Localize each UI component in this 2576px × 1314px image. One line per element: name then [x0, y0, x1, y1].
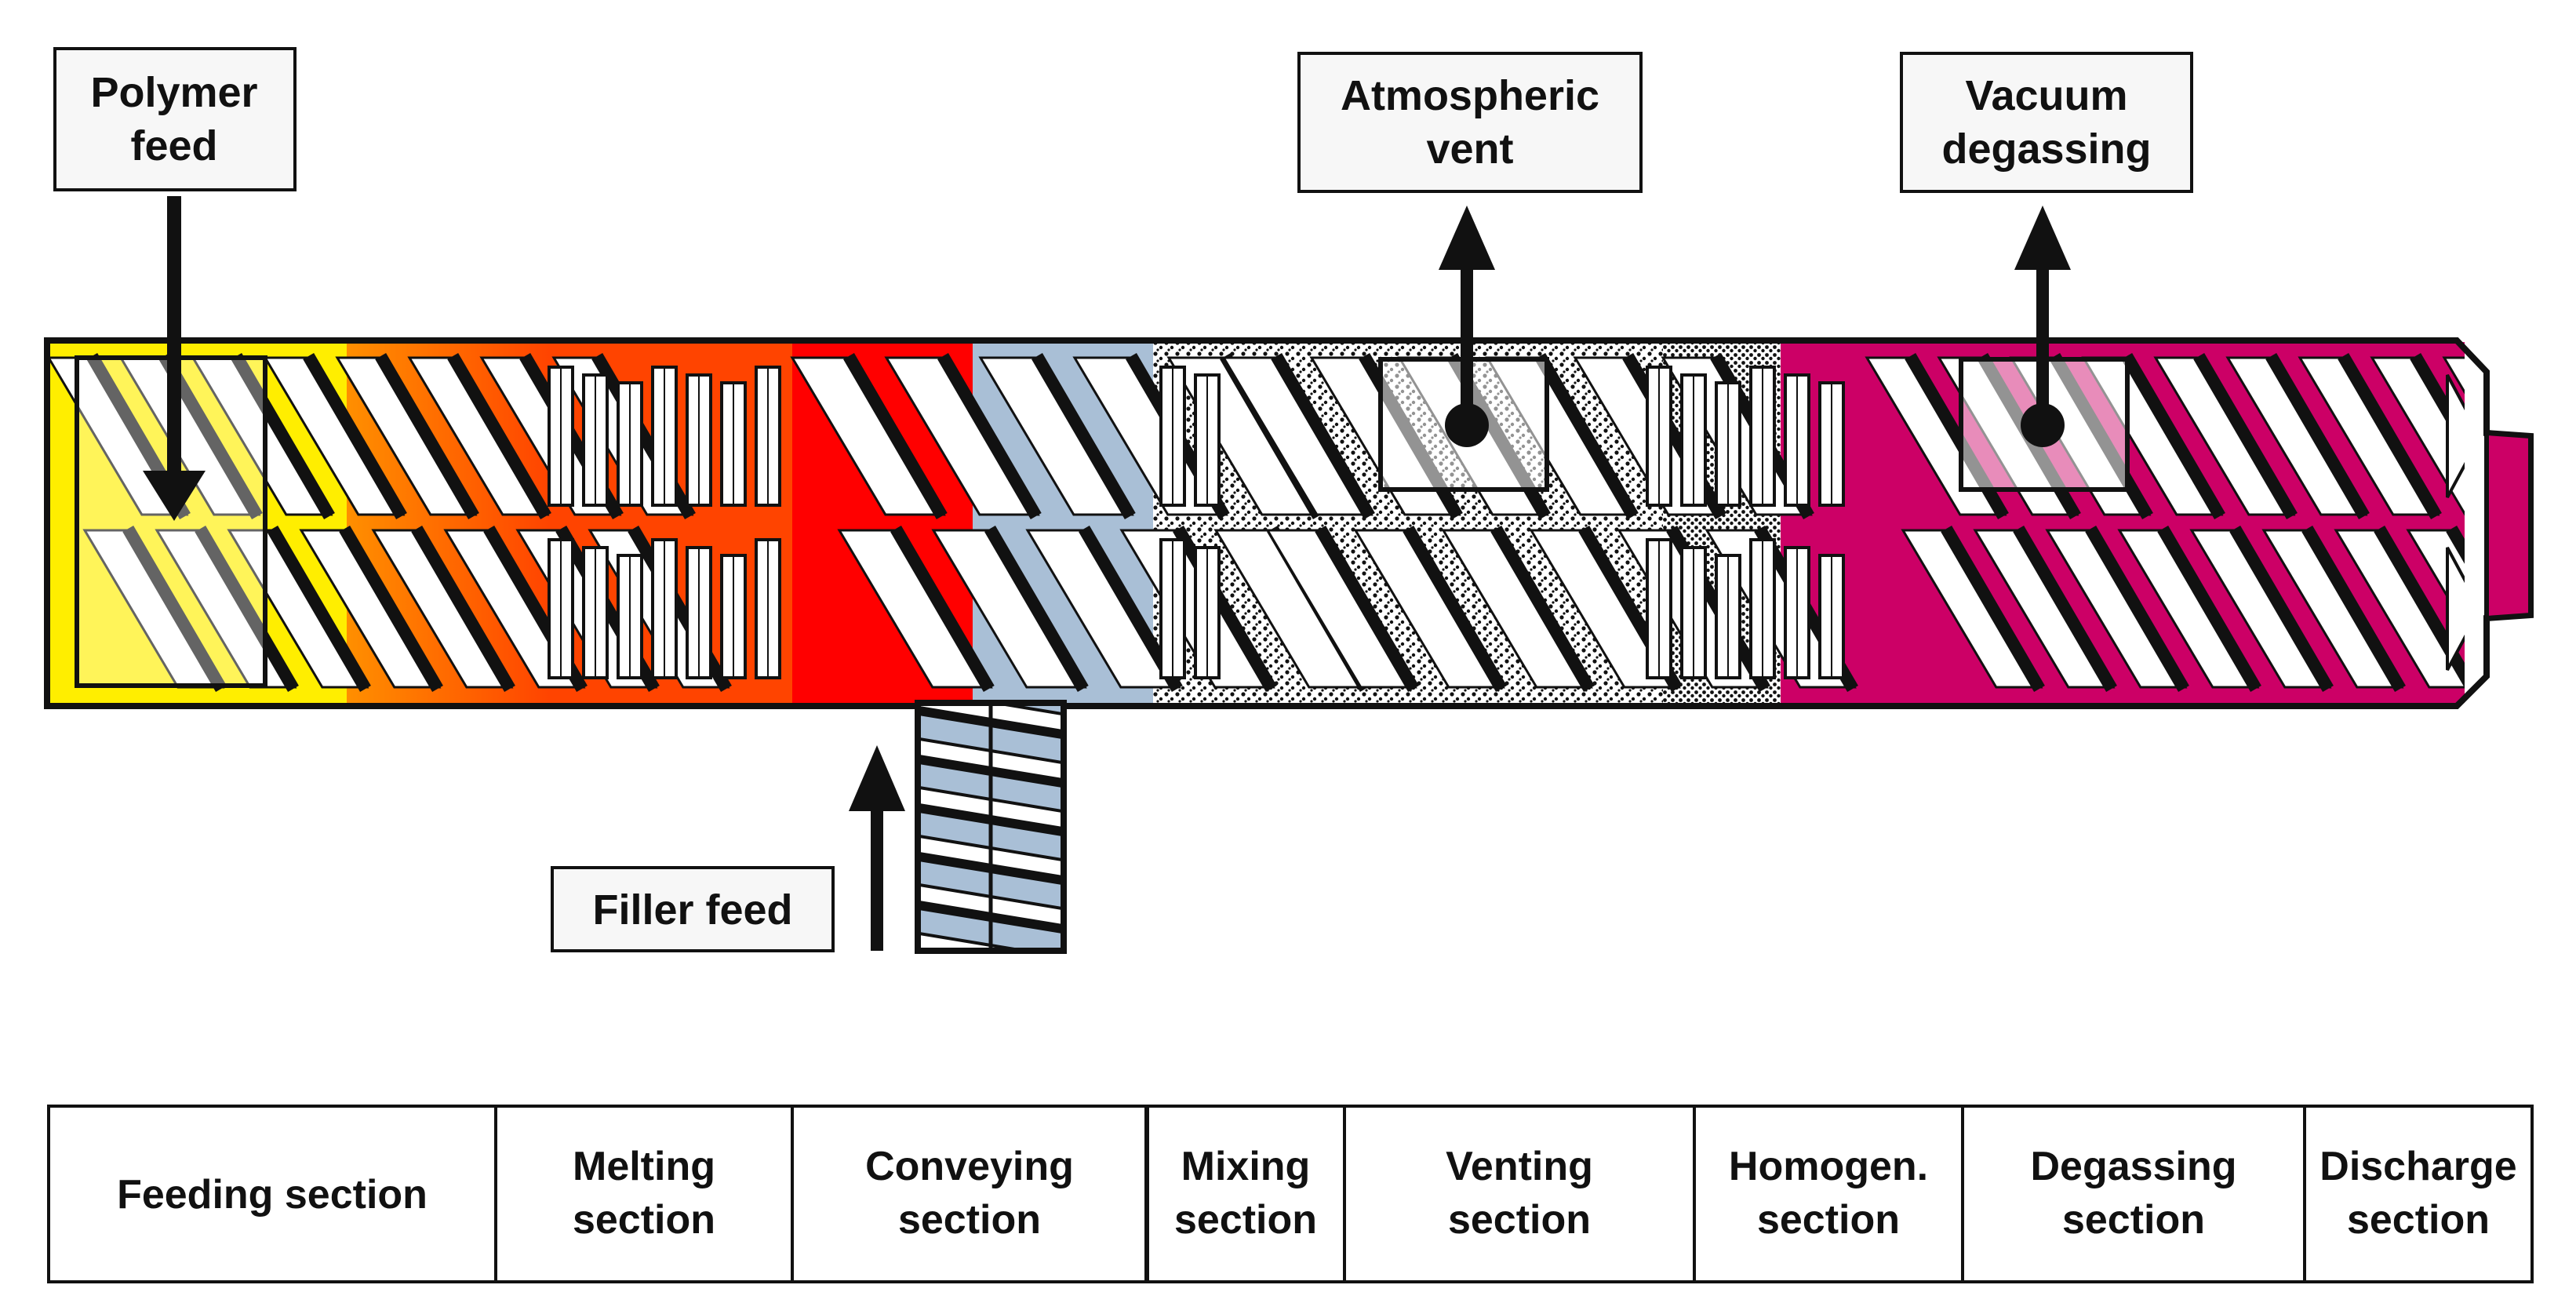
section-cell-venting: Venting section [1343, 1106, 1593, 1282]
section-label-homogen-line1: Homogen. [1729, 1144, 1928, 1189]
section-label-discharge-line2: section [2347, 1197, 2490, 1243]
section-cell-degassing: Degassing section [1961, 1106, 2237, 1282]
vacuum-degassing-callout: Vacuum degassing [1900, 52, 2193, 447]
section-cell-melting: Melting section [494, 1106, 715, 1282]
polymer-feed-label-line2: feed [130, 122, 217, 169]
vacuum-degassing-label-line2: degassing [1941, 126, 2151, 173]
section-label-conveying-line2: section [898, 1197, 1041, 1243]
section-table: Feeding section Melting section Conveying se… [47, 1105, 2534, 1283]
section-label-venting-line2: section [1448, 1197, 1591, 1243]
section-label-discharge-line1: Discharge [2319, 1144, 2516, 1189]
section-cell-discharge: Discharge section [2303, 1106, 2517, 1282]
section-cell-homogen: Homogen. section [1693, 1106, 1928, 1282]
section-cell-mixing: Mixing section [1144, 1106, 1317, 1282]
section-label-venting-line1: Venting [1446, 1144, 1593, 1189]
section-label-degassing-line2: section [2062, 1197, 2205, 1243]
discharge-die [2484, 430, 2533, 621]
section-label-melting-line2: section [573, 1197, 715, 1243]
section-cell-conveying: Conveying section [791, 1106, 1074, 1282]
section-label-degassing-line1: Degassing [2031, 1144, 2237, 1189]
atmospheric-vent-label-line2: vent [1426, 126, 1513, 173]
atmospheric-vent-callout: Atmospheric vent [1297, 52, 1643, 447]
filler-feed-label: Filler feed [592, 886, 792, 934]
section-label-melting-line1: Melting [573, 1144, 715, 1189]
section-cell-feeding: Feeding section [117, 1172, 428, 1218]
atmospheric-vent-label-line1: Atmospheric [1341, 72, 1599, 119]
section-label-feeding: Feeding section [117, 1172, 428, 1218]
section-label-mixing-line1: Mixing [1181, 1144, 1311, 1189]
vacuum-degassing-label-line1: Vacuum [1965, 72, 2127, 119]
section-label-conveying-line1: Conveying [865, 1144, 1074, 1189]
section-label-homogen-line2: section [1757, 1197, 1900, 1243]
filler-side-feeder [915, 700, 1067, 954]
polymer-feed-label-line1: Polymer [90, 69, 257, 116]
polymer-feed-callout: Polymer feed [53, 47, 297, 521]
filler-feed-callout: Filler feed [551, 745, 905, 952]
section-label-mixing-line2: section [1174, 1197, 1317, 1243]
